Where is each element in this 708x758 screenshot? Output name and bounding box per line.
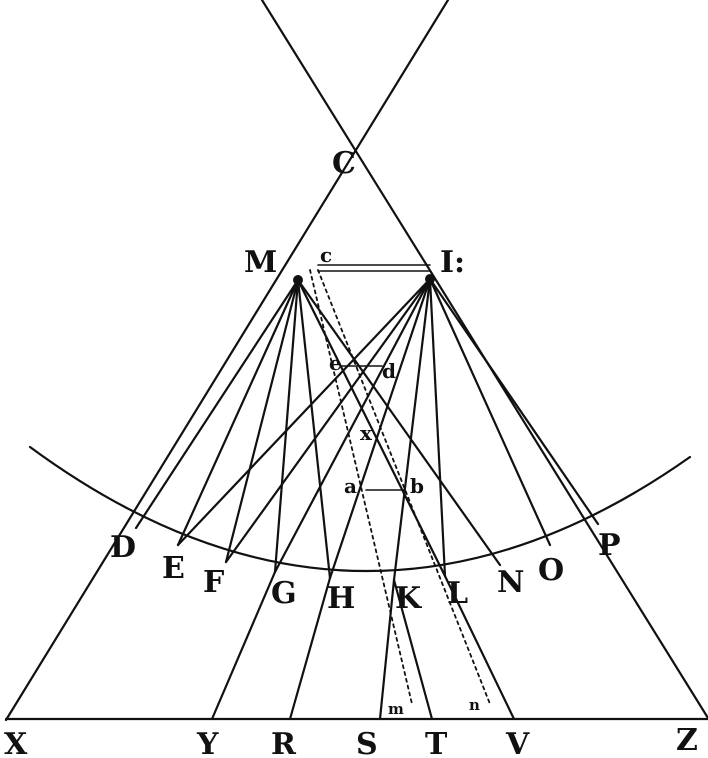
label-b: b xyxy=(410,474,424,498)
label-f: F xyxy=(203,565,224,600)
ext-l-v xyxy=(443,574,516,721)
ray-i-e xyxy=(176,277,432,547)
label-c: C xyxy=(332,146,356,181)
label-t: T xyxy=(425,727,448,758)
label-a: a xyxy=(344,474,357,498)
ray-m-d xyxy=(134,278,300,530)
dotted-c-m xyxy=(309,269,413,705)
dotted-c-n xyxy=(317,269,491,705)
ray-i-o xyxy=(428,277,552,547)
label-p: P xyxy=(598,528,621,563)
label-e-small: e xyxy=(329,351,342,375)
label-z: Z xyxy=(676,723,698,758)
ray-m-h xyxy=(296,278,332,580)
label-x: X xyxy=(4,727,28,758)
label-g: G xyxy=(271,576,297,611)
label-n-small: n xyxy=(469,696,480,714)
label-s: S xyxy=(356,727,378,758)
label-h: H xyxy=(327,581,355,616)
ext-k-t xyxy=(392,578,434,721)
ray-i-f xyxy=(224,277,432,564)
ext-g-y xyxy=(210,570,277,721)
ray-m-n xyxy=(296,278,502,567)
ray-m-g xyxy=(273,278,300,574)
ray-i-p xyxy=(428,277,600,526)
label-r: R xyxy=(271,727,297,758)
label-k: K xyxy=(395,581,422,616)
label-e: E xyxy=(162,551,185,586)
ray-m-f xyxy=(224,278,300,564)
label-v: V xyxy=(505,727,530,758)
label-n: N xyxy=(497,565,524,600)
label-x-small: x xyxy=(360,421,373,445)
ray-i-g xyxy=(273,277,432,574)
ray-i-k xyxy=(392,277,432,582)
ext-h-r xyxy=(288,576,332,721)
label-d-small: d xyxy=(382,359,396,383)
label-l: L xyxy=(447,576,468,611)
ray-i-l xyxy=(428,277,447,578)
label-m-small: m xyxy=(388,700,404,718)
label-m: M xyxy=(244,245,277,280)
label-d: D xyxy=(110,530,136,565)
label-o: O xyxy=(538,553,564,588)
line-upper-right xyxy=(4,0,450,722)
label-c-small: c xyxy=(320,243,332,267)
arc-curve xyxy=(28,445,692,573)
ext-k-s xyxy=(378,578,396,721)
ray-m-e xyxy=(176,278,300,547)
label-i: I: xyxy=(440,245,465,280)
label-y: Y xyxy=(196,727,219,758)
